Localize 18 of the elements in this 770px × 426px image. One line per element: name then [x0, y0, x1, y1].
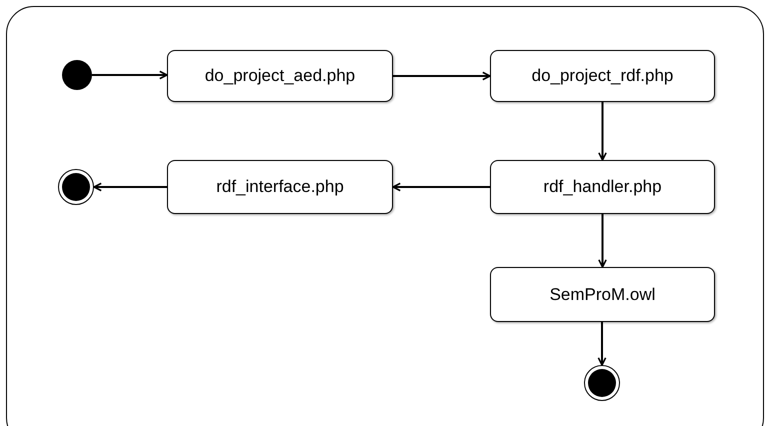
arrow — [393, 72, 491, 80]
node-label: SemProM.owl — [550, 284, 656, 306]
activity-box — [167, 50, 393, 102]
frame-box — [6, 6, 764, 426]
activity-box — [490, 160, 715, 214]
node-label: rdf_handler.php — [543, 176, 662, 198]
node-label: do_project_rdf.php — [532, 65, 674, 88]
arrow — [598, 102, 607, 161]
node-label: do_project_aed.php — [204, 65, 356, 88]
activity-box — [490, 50, 715, 102]
arrow — [93, 182, 167, 192]
arrow — [392, 182, 490, 192]
arrow — [598, 214, 607, 268]
activity-box — [490, 267, 715, 322]
activity-box — [167, 160, 393, 214]
arrow — [92, 70, 168, 80]
arrow — [598, 322, 606, 366]
node-label: rdf_interface.php — [216, 176, 344, 198]
